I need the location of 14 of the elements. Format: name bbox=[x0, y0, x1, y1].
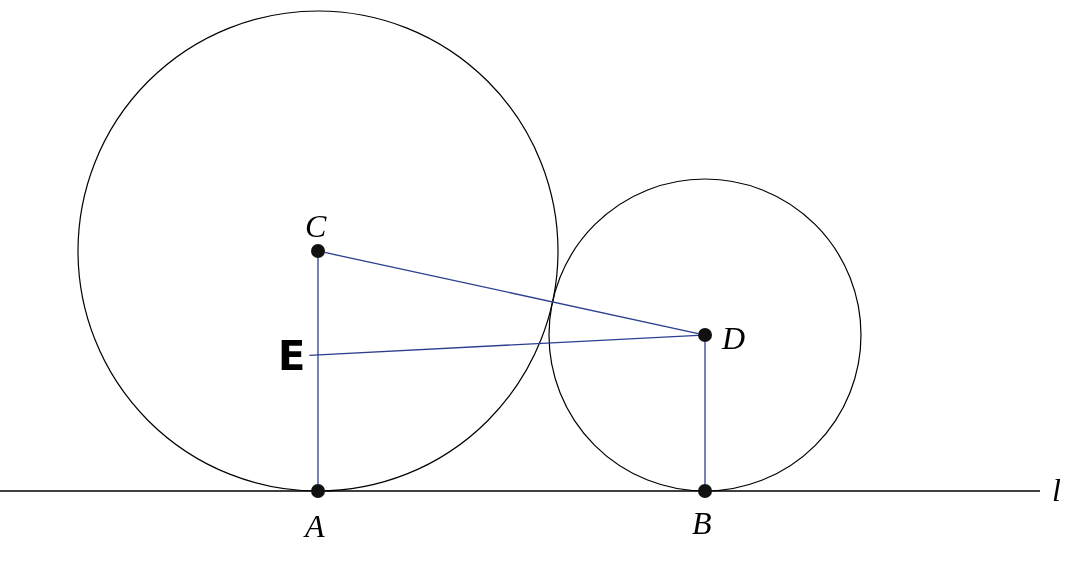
point-dot bbox=[698, 484, 712, 498]
point-dot bbox=[311, 484, 325, 498]
line-label: l bbox=[1052, 474, 1061, 506]
point-label: E bbox=[278, 336, 306, 376]
line-segment bbox=[317, 257, 319, 485]
point-label: A bbox=[305, 510, 325, 542]
point-label: B bbox=[692, 507, 712, 539]
point-label: C bbox=[305, 210, 327, 242]
point-dot bbox=[311, 244, 325, 258]
line-segment bbox=[308, 334, 699, 356]
line-segment bbox=[324, 251, 699, 335]
point-dot bbox=[698, 328, 712, 342]
point-label: D bbox=[722, 322, 746, 354]
line-segment bbox=[704, 341, 706, 485]
